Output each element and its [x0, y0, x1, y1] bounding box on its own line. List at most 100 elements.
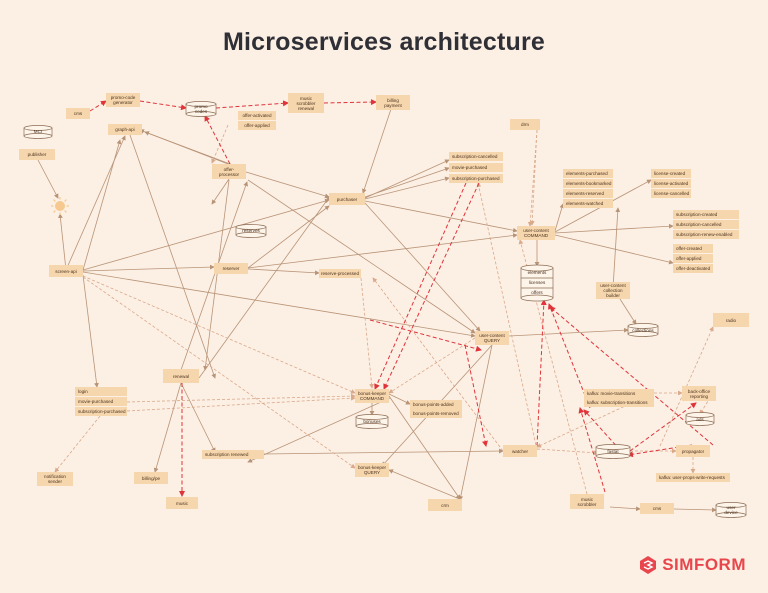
edge-solid-34	[263, 448, 504, 455]
simform-logo: SIMFORM	[638, 555, 746, 575]
edge-solid-39	[198, 195, 331, 379]
node-music-scrobbler-renewal: music scrobbler renewal	[288, 93, 324, 113]
edge-solid-14	[82, 264, 215, 272]
edge-red-13	[583, 409, 621, 451]
node-user-content-query: user-content QUERY	[475, 331, 509, 345]
node-license-cancelled: license-cancelled	[651, 189, 691, 198]
node-billing-payment: billing payment	[376, 95, 410, 110]
edge-solid-12	[203, 179, 230, 371]
db-promo-codes-label: promo codes	[194, 104, 208, 114]
edge-solid-41	[180, 181, 248, 371]
node-screen-api: screen-api	[49, 265, 83, 277]
edge-red-15	[464, 344, 488, 447]
edge-solid-16	[247, 268, 320, 276]
simform-logo-icon	[640, 556, 657, 574]
edge-dashed-5	[126, 395, 356, 412]
db-reserves	[235, 224, 267, 238]
edge-dashed-10	[536, 448, 599, 456]
edge-solid-28	[247, 179, 476, 334]
node-license-activated: license-activated	[651, 179, 691, 188]
node-notification-sender: notification sender	[37, 472, 73, 486]
node-movie-purchased-2: movie-purchased	[75, 397, 127, 406]
node-elements-bookmarked: elements-bookmarked	[563, 179, 613, 188]
edge-solid-26	[619, 298, 637, 325]
edge-solid-21	[554, 203, 565, 232]
node-elements-purchased: elements-purchased	[563, 169, 613, 178]
db-user-device	[715, 502, 747, 518]
node-offer-created: offer-created	[673, 244, 713, 253]
edge-solid-9	[364, 167, 450, 198]
node-elements-watched: elements-watched	[563, 199, 613, 208]
edge-solid-7	[245, 171, 330, 199]
node-back-office-reporting: back-office reporting	[682, 386, 716, 401]
db-offers-label: offers	[531, 290, 543, 295]
node-renewal: renewal	[163, 369, 199, 383]
node-movie-purchased: movie-purchased	[449, 163, 503, 172]
edge-solid-8	[364, 159, 450, 199]
node-bonus-keeper-query: bonus-keeper QUERY	[355, 463, 389, 477]
node-offer-applied: offer-applied	[238, 121, 276, 130]
node-graph-api: graph-api	[108, 124, 142, 135]
diagram-title: Microservices architecture	[222, 28, 546, 56]
node-bonus-points-removed: bonus-points-removed	[410, 409, 462, 418]
node-bonus-points-added: bonus-points-added	[410, 400, 462, 409]
node-cms-top: cms	[66, 108, 90, 119]
db-collections	[627, 323, 659, 337]
node-license-created: license-created	[651, 169, 691, 178]
edge-solid-11	[361, 108, 392, 194]
node-collection-builder: user-content collection builder	[596, 282, 630, 299]
edge-dashed-13	[699, 392, 714, 415]
edge-red-16	[369, 319, 482, 352]
edge-solid-5	[139, 129, 229, 165]
node-purchaser: purchaser	[329, 193, 365, 205]
db-user-content	[520, 264, 554, 302]
edge-solid-35	[388, 393, 411, 405]
edge-dashed-17	[476, 182, 538, 451]
db-ads	[685, 412, 715, 426]
db-collections-label: collections	[632, 328, 654, 333]
edge-solid-37	[388, 469, 463, 501]
edge-solid-1	[58, 213, 67, 271]
edge-solid-18	[364, 200, 518, 233]
node-watcher: watcher	[503, 445, 537, 457]
edge-solid-23	[554, 234, 674, 265]
edge-solid-45	[247, 397, 391, 463]
node-subscription-renew-enabled: subscription-renew-enabled	[673, 230, 739, 239]
edge-red-1	[139, 100, 187, 111]
db-mci-label: MCI	[33, 129, 43, 134]
db-reserves-label: reserves	[242, 228, 260, 233]
edge-dashed-8	[360, 277, 374, 389]
node-elements-reserved: elements-reserved	[563, 189, 613, 198]
edge-solid-0	[37, 159, 59, 199]
client-sun-icon	[51, 197, 69, 215]
db-promo-codes	[185, 101, 217, 117]
db-fastat	[595, 444, 631, 459]
node-kafka-subscription-transitions: kafka: subscription-transitions	[584, 398, 654, 407]
edge-solid-10	[364, 176, 450, 200]
edge-dashed-18	[372, 277, 504, 452]
edge-dashed-2	[527, 129, 538, 227]
node-login: login	[75, 387, 127, 396]
edge-solid-44	[388, 395, 461, 500]
edge-solid-38	[82, 274, 99, 388]
edge-red-7	[383, 182, 480, 390]
edge-solid-13	[82, 198, 330, 271]
node-offer-deactivated: offer-deactivated	[673, 264, 713, 273]
db-mci	[23, 125, 53, 139]
node-subscription-cancelled: subscription-cancelled	[449, 152, 503, 161]
edge-red-8	[536, 299, 547, 447]
node-crm-bottom: crm	[428, 499, 462, 511]
node-subscription-purchased-2: subscription-purchased	[75, 407, 127, 416]
edge-dashed-6	[54, 415, 101, 473]
node-cms-bottom: cms	[640, 503, 674, 514]
node-kafka-user-props: kafka: user-props-write-requests	[656, 473, 730, 482]
edge-dashed-3	[82, 275, 356, 394]
node-bonus-keeper-command: bonus-keeper COMMAND	[355, 389, 389, 403]
edge-red-10	[629, 402, 697, 452]
edge-red-9	[578, 407, 606, 493]
edge-red-4	[204, 115, 231, 165]
node-kafka-movie-transitions: kafka: movie-transitions	[584, 389, 654, 398]
node-billing-pe: billing/pe	[134, 472, 168, 484]
node-subscription-renewed: subscription renewed	[202, 450, 264, 459]
edge-dashed-11	[388, 337, 476, 394]
